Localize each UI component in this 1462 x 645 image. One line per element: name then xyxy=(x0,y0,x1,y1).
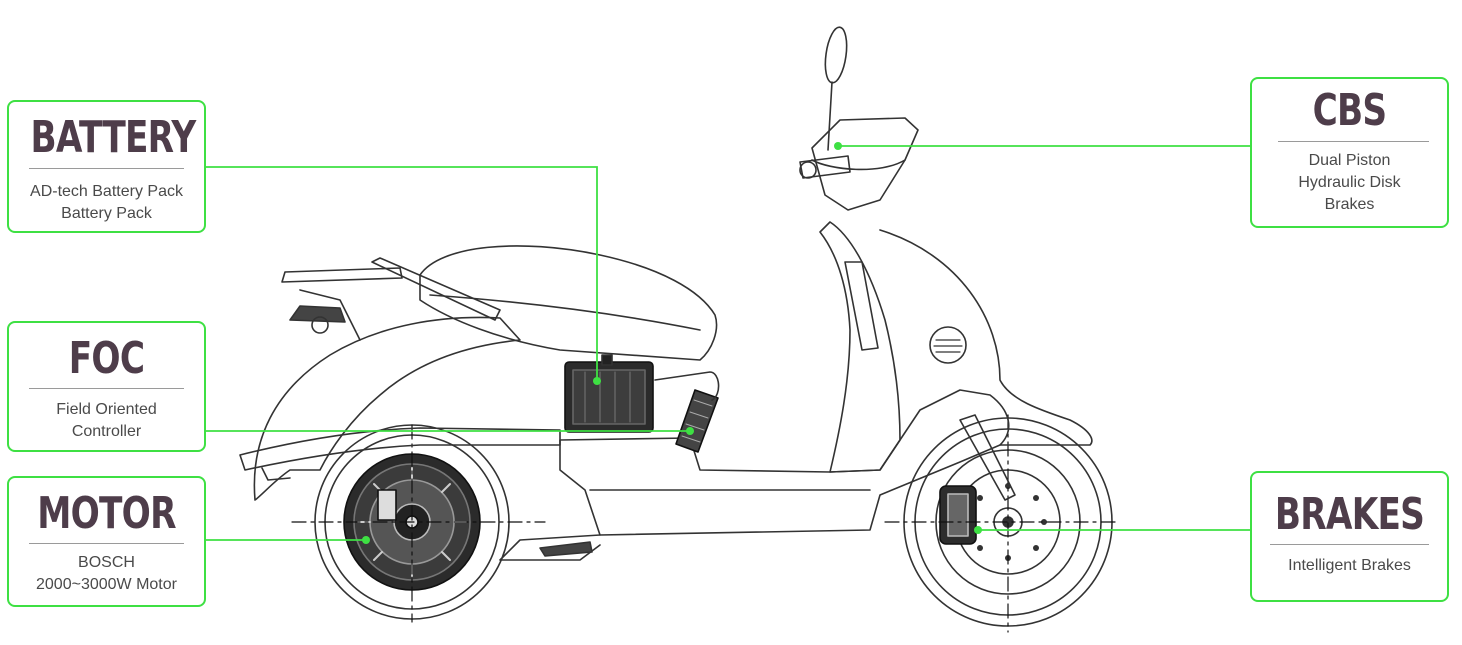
battery-description: AD-tech Battery Pack Battery Pack xyxy=(9,181,204,225)
scooter-drawing xyxy=(239,26,1119,633)
motor-callout: MOTOR BOSCH 2000~3000W Motor xyxy=(7,476,206,607)
foc-callout: FOC Field Oriented Controller xyxy=(7,321,206,452)
cbs-description: Dual Piston Hydraulic Disk Brakes xyxy=(1252,150,1447,216)
seat xyxy=(419,245,718,361)
front-body xyxy=(879,229,1093,446)
leader-lines xyxy=(206,145,1250,541)
handlebar xyxy=(799,155,851,179)
battery-title: BATTERY xyxy=(30,112,196,163)
leader-dots xyxy=(362,142,982,544)
rear-body-outline xyxy=(253,316,521,501)
motor-divider xyxy=(29,543,184,544)
brakes-title: BRAKES xyxy=(1274,489,1425,540)
battery-line-2: Battery Pack xyxy=(61,205,152,222)
battery-leader xyxy=(206,166,598,381)
cbs-line-2: Hydraulic Disk xyxy=(1298,174,1401,191)
motor-line-2: 2000~3000W Motor xyxy=(36,576,177,593)
brakes-divider xyxy=(1270,544,1429,545)
cbs-callout: CBS Dual Piston Hydraulic Disk Brakes xyxy=(1250,77,1449,228)
foc-line-1: Field Oriented xyxy=(56,401,157,418)
foc-description: Field Oriented Controller xyxy=(9,399,204,443)
battery-divider xyxy=(29,168,184,169)
brakes-callout: BRAKES Intelligent Brakes xyxy=(1250,471,1449,602)
motor-line-1: BOSCH xyxy=(78,554,135,571)
cbs-line-3: Brakes xyxy=(1324,196,1375,213)
battery-pack xyxy=(564,354,654,433)
battery-callout: BATTERY AD-tech Battery Pack Battery Pac… xyxy=(7,100,206,233)
controller xyxy=(675,389,719,453)
front-leg-shield xyxy=(819,221,901,473)
foc-line-2: Controller xyxy=(71,423,142,440)
brakes-line-1: Intelligent Brakes xyxy=(1288,557,1411,574)
cbs-title: CBS xyxy=(1312,85,1388,136)
front-fork xyxy=(959,414,1016,501)
cbs-divider xyxy=(1278,141,1429,142)
rear-rack xyxy=(281,257,501,341)
headset xyxy=(811,117,919,211)
cbs-line-1: Dual Piston xyxy=(1308,152,1391,169)
axle-centerlines xyxy=(291,414,1119,633)
foc-divider xyxy=(29,388,184,389)
motor-title: MOTOR xyxy=(37,488,176,539)
brakes-description: Intelligent Brakes xyxy=(1252,555,1447,577)
mirror xyxy=(827,81,833,151)
motor-description: BOSCH 2000~3000W Motor xyxy=(9,552,204,596)
foc-title: FOC xyxy=(68,333,145,384)
battery-line-1: AD-tech Battery Pack xyxy=(30,183,183,200)
